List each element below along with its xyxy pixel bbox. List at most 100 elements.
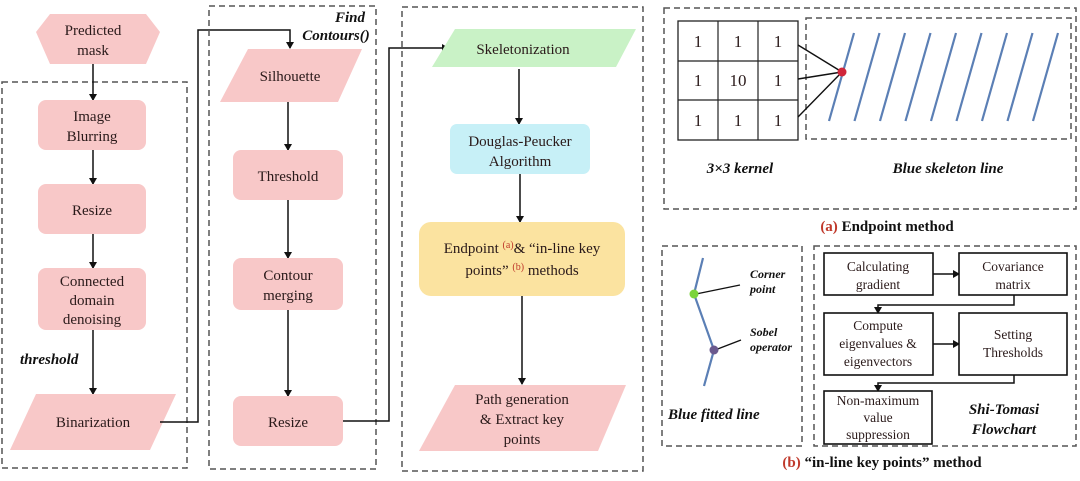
kernel-cell: 1 — [774, 111, 783, 130]
ref-b-superscript: (b) — [512, 262, 524, 273]
compute-eigen-label-3: eigenvectors — [844, 354, 912, 369]
fitted-line-border — [661, 245, 803, 447]
kernel-cell: 1 — [694, 71, 703, 90]
corner-point-label-2: point — [749, 282, 776, 296]
skeleton-line — [1031, 32, 1060, 122]
predicted-mask-label-1: Predicted — [65, 23, 122, 39]
methods-label-1: Endpoint (a)& “in-line key — [444, 240, 601, 257]
predicted-mask-label-2: mask — [77, 43, 109, 59]
panel-b-tag: (b) — [782, 455, 800, 471]
threshold-edge-label: threshold — [20, 352, 79, 368]
skeleton-line — [1006, 32, 1034, 122]
skeletonization-label: Skeletonization — [476, 42, 570, 58]
thresholds-label-1: Setting — [994, 327, 1033, 342]
resize-node-2 — [233, 396, 343, 446]
predicted-mask-node — [36, 14, 160, 64]
silhouette-label: Silhouette — [260, 69, 321, 85]
compute-eigen-label-2: eigenvalues & — [839, 336, 917, 351]
find-contours-group-border — [208, 5, 377, 470]
kernel-cell: 1 — [734, 32, 743, 51]
calc-gradient-label-1: Calculating — [847, 259, 909, 274]
resize-label: Resize — [72, 203, 112, 219]
kernel-grid: 1 1 1 1 10 1 1 1 1 — [677, 20, 799, 141]
resize-node — [38, 184, 146, 234]
path-generation-label-1: Path generation — [475, 392, 569, 408]
shi-tomasi-title-1: Shi-Tomasi — [969, 402, 1040, 418]
corner-point-dot — [689, 289, 699, 299]
image-blurring-node — [38, 100, 146, 150]
find-contours-label-1: Find — [334, 10, 366, 26]
skeleton-line — [929, 32, 958, 122]
path-generation-node — [419, 385, 626, 451]
preprocessing-group-border — [1, 81, 188, 469]
kernel-outline — [677, 20, 799, 141]
douglas-peucker-label-1: Douglas-Peucker — [468, 134, 571, 150]
skeleton-line — [904, 32, 932, 122]
binarization-node — [10, 394, 176, 450]
connected-domain-denoising-node — [38, 268, 146, 330]
methods-text: methods — [524, 263, 579, 279]
panel-a-title: Endpoint method — [838, 219, 955, 235]
denoising-label-1: Connected — [60, 274, 125, 290]
skeletonization-node — [432, 29, 636, 67]
endpoint-dot — [837, 67, 847, 77]
skeleton-line — [955, 32, 983, 122]
panel-endpoint-method: 1 1 1 1 10 1 1 1 1 3×3 kernel Blue skele… — [663, 7, 1077, 235]
corner-pointer-line — [695, 284, 741, 295]
non-maximum-suppression-box — [823, 390, 933, 445]
fitted-line-caption: Blue fitted line — [667, 407, 760, 423]
threshold-label: Threshold — [258, 169, 319, 185]
arrow — [874, 295, 1015, 314]
sobel-operator-label-1: Sobel — [750, 325, 778, 339]
skeleton-line — [878, 32, 907, 122]
sobel-operator-label-2: operator — [750, 340, 792, 354]
compute-eigen-label-1: Compute — [853, 318, 903, 333]
threshold-node — [233, 150, 343, 200]
methods-text: & “in-line key — [514, 241, 601, 257]
calc-gradient-label-2: gradient — [856, 277, 900, 292]
kernel-pointer-line — [797, 71, 843, 80]
skeleton-caption: Blue skeleton line — [892, 161, 1004, 177]
covariance-label-1: Covariance — [982, 259, 1043, 274]
nms-label-1: Non-maximum — [837, 393, 920, 408]
calculating-gradient-box — [823, 252, 934, 296]
skeleton-area-border — [805, 17, 1072, 140]
skeleton-line — [827, 32, 856, 122]
shi-tomasi-title-2: Flowchart — [971, 422, 1037, 438]
panel-inline-keypoints-method: Corner point Sobel operator Blue fitted … — [661, 245, 1077, 471]
connector-binarization-to-silhouette — [160, 29, 294, 423]
column-preprocessing: Predicted mask Image Blurring Resize Con… — [1, 14, 188, 469]
endpoint-inline-methods-node — [419, 222, 625, 296]
kernel-cell: 1 — [694, 111, 703, 130]
skeleton-lines — [827, 32, 1060, 122]
panel-a-tag: (a) — [820, 219, 838, 235]
kernel-caption: 3×3 kernel — [706, 161, 774, 177]
denoising-label-3: denoising — [63, 312, 122, 328]
panel-a-border — [663, 7, 1077, 210]
skeleton-group-border — [401, 6, 644, 472]
column-find-contours: Find Contours() Silhouette Threshold Con… — [208, 5, 377, 470]
kernel-cell: 1 — [774, 32, 783, 51]
contour-merging-label-2: merging — [263, 288, 313, 304]
connector-resize-to-skeletonization — [343, 44, 449, 422]
image-blurring-label-2: Blurring — [67, 129, 118, 145]
corner-point-label-1: Corner — [750, 267, 786, 281]
sobel-pointer-line — [714, 339, 742, 351]
methods-text: Endpoint — [444, 241, 503, 257]
thresholds-label-2: Thresholds — [983, 345, 1043, 360]
binarization-label: Binarization — [56, 415, 131, 431]
nms-label-3: suppression — [846, 427, 910, 442]
silhouette-node — [220, 49, 362, 102]
image-blurring-label-1: Image — [73, 109, 111, 125]
skeleton-line — [853, 32, 881, 122]
ref-a-superscript: (a) — [503, 240, 514, 251]
find-contours-label-2: Contours() — [302, 28, 370, 44]
contour-merging-node — [233, 258, 343, 310]
sobel-point-dot — [709, 345, 719, 355]
resize-label-2: Resize — [268, 415, 308, 431]
arrow — [874, 375, 1015, 392]
douglas-peucker-label-2: Algorithm — [489, 154, 552, 170]
kernel-pointer-line — [797, 44, 843, 73]
kernel-cell: 1 — [734, 111, 743, 130]
kernel-cell: 1 — [694, 32, 703, 51]
